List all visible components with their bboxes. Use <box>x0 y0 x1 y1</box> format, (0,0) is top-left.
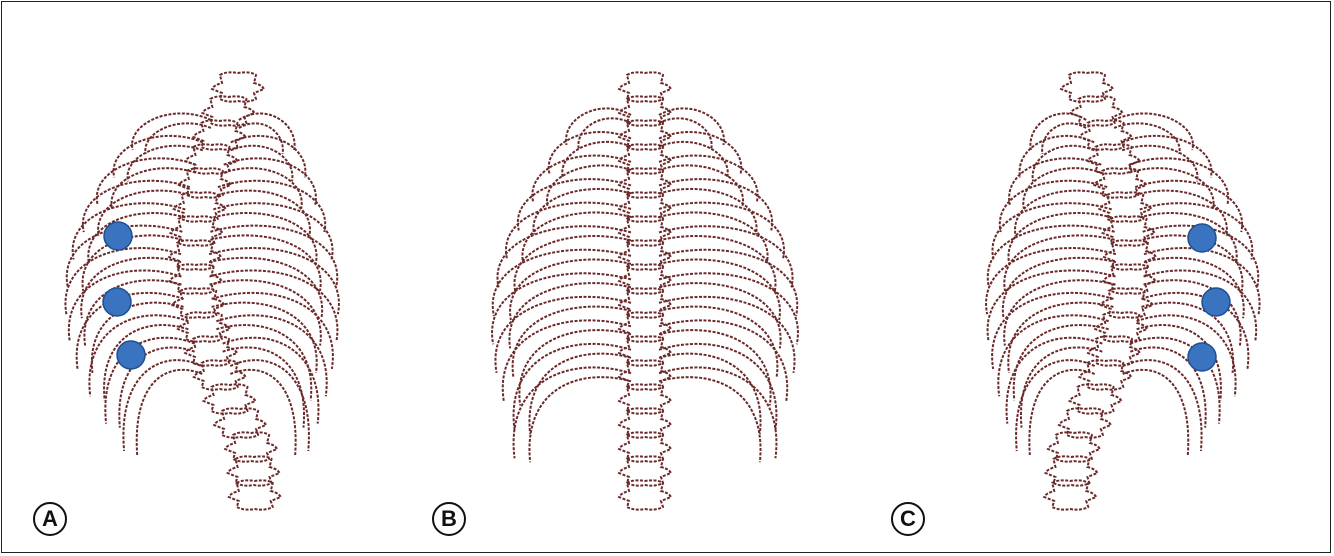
rib-left-inner <box>1003 258 1116 318</box>
rib-left-inner <box>519 330 631 405</box>
rib-right-inner <box>1123 370 1189 455</box>
rib-left <box>123 360 202 451</box>
rib-left-inner <box>509 283 631 348</box>
rib-left-inner <box>1008 213 1111 263</box>
rib-right-inner <box>659 260 780 320</box>
vertebra <box>172 288 224 317</box>
rib-left <box>493 250 631 316</box>
panel-c-marker-2 <box>1202 288 1230 316</box>
panel-a-markers <box>103 222 145 369</box>
rib-left <box>988 226 1115 287</box>
rib-left <box>1030 113 1086 150</box>
rib-right <box>659 344 776 430</box>
rib-left-inner <box>1004 280 1115 345</box>
rib-right <box>659 250 797 316</box>
rib-right <box>223 338 319 424</box>
panel-a-ribs-left <box>65 113 210 455</box>
panel-c-markers <box>1188 224 1230 371</box>
panel-a-marker-3 <box>117 341 145 369</box>
panel-a-marker-1 <box>104 222 132 250</box>
panel-b-ribs-left <box>492 108 631 462</box>
panel-b-spine <box>619 72 671 509</box>
rib-left <box>514 344 631 430</box>
rib-left-inner <box>1014 325 1109 400</box>
panel-label-a: A <box>33 502 67 536</box>
panel-label-b: B <box>432 502 466 536</box>
rib-right <box>213 203 332 259</box>
rib-left-inner <box>510 260 631 320</box>
rib-right <box>210 226 337 287</box>
panel-c-spine <box>1044 72 1156 509</box>
vertebra <box>1061 72 1113 101</box>
rib-left <box>492 273 631 344</box>
rib-left-inner <box>137 370 203 455</box>
rib-left-inner <box>84 280 181 345</box>
rib-left-inner <box>513 307 631 377</box>
rib-right <box>239 113 295 150</box>
vertebra <box>1044 480 1096 509</box>
panel-label-c: C <box>891 502 925 536</box>
rib-right <box>659 226 793 287</box>
rib-left-inner <box>128 146 203 182</box>
rib-right <box>1123 360 1202 451</box>
rib-right-inner <box>659 377 761 462</box>
vertebra <box>1103 216 1155 245</box>
rib-right-inner <box>209 280 320 345</box>
rib-left-inner <box>529 377 631 462</box>
rib-right <box>659 273 798 344</box>
panel-c-marker-3 <box>1188 343 1216 371</box>
panel-b-ribs-right <box>659 108 798 462</box>
panel-a-spine <box>169 72 281 509</box>
rib-right-inner <box>213 213 316 263</box>
rib-left-inner <box>529 354 631 434</box>
panel-c-ribs-right <box>1114 113 1259 455</box>
rib-right-inner <box>659 354 761 434</box>
rib-right-inner <box>1144 280 1241 345</box>
rib-right <box>1114 113 1193 150</box>
rib-right-inner <box>209 258 322 318</box>
rib-left <box>992 203 1111 259</box>
rib-right <box>1144 270 1257 341</box>
rib-left-inner <box>1029 370 1094 455</box>
panel-c-marker-1 <box>1188 224 1216 252</box>
rib-left <box>497 226 631 287</box>
panel-a-marker-2 <box>103 288 131 316</box>
panel-a-ribcage <box>65 72 338 509</box>
rib-left-inner <box>88 213 185 263</box>
rib-right-inner <box>659 307 777 377</box>
panel-b-ribcage <box>492 72 798 509</box>
vertebra <box>169 240 221 269</box>
panel-a-ribs-right <box>209 113 339 455</box>
rib-right-inner <box>659 283 781 348</box>
rib-left <box>566 108 631 145</box>
rib-right-inner <box>659 330 771 405</box>
